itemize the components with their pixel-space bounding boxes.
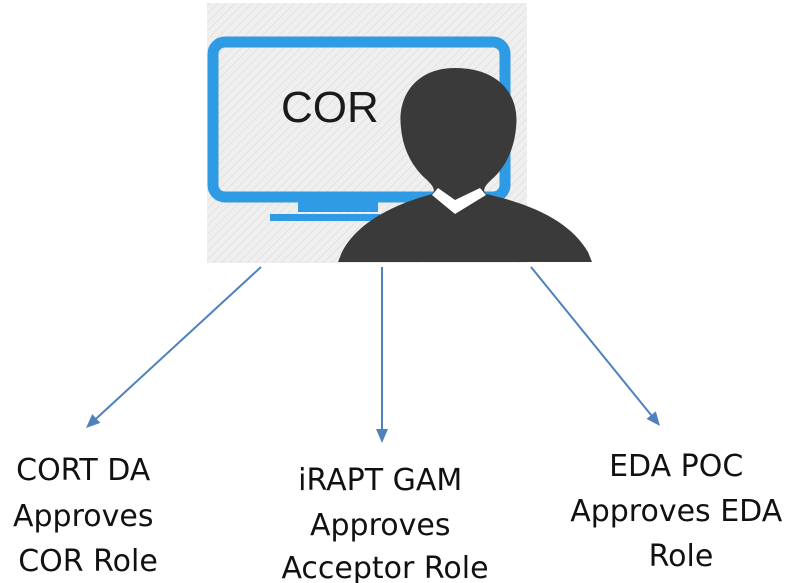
cor-illustration: COR <box>207 3 592 263</box>
node-cort-da: CORT DA Approves COR Role <box>13 453 163 579</box>
arrow-to-cort-da <box>86 266 262 428</box>
node-eda-poc-line-1: EDA POC <box>609 449 743 484</box>
arrow-to-eda-poc <box>530 266 660 426</box>
role-nodes: CORT DA Approves COR Role iRAPT GAM Appr… <box>13 449 787 583</box>
arrow-to-cort-da-head <box>86 414 101 428</box>
node-irapt-gam-line-1: iRAPT GAM <box>298 463 462 498</box>
arrows <box>86 266 660 443</box>
person-icon <box>338 68 592 262</box>
node-irapt-gam: iRAPT GAM Approves Acceptor Role <box>281 463 488 583</box>
node-cort-da-line-3: COR Role <box>18 544 158 579</box>
node-eda-poc: EDA POC Approves EDA Role <box>570 449 787 574</box>
node-cort-da-line-2: Approves <box>13 499 153 534</box>
node-cort-da-line-1: CORT DA <box>16 453 151 488</box>
node-eda-poc-line-3: Role <box>649 539 714 574</box>
arrow-to-eda-poc-line <box>530 266 652 416</box>
arrow-to-irapt-gam-head <box>376 429 388 443</box>
arrow-to-irapt-gam <box>376 267 388 443</box>
node-irapt-gam-line-2: Approves <box>310 508 450 543</box>
node-eda-poc-line-2: Approves EDA <box>570 494 783 529</box>
arrow-to-cort-da-line <box>95 266 262 420</box>
arrow-to-eda-poc-head <box>646 411 660 426</box>
cor-label: COR <box>281 83 379 132</box>
node-irapt-gam-line-3: Acceptor Role <box>281 551 488 583</box>
